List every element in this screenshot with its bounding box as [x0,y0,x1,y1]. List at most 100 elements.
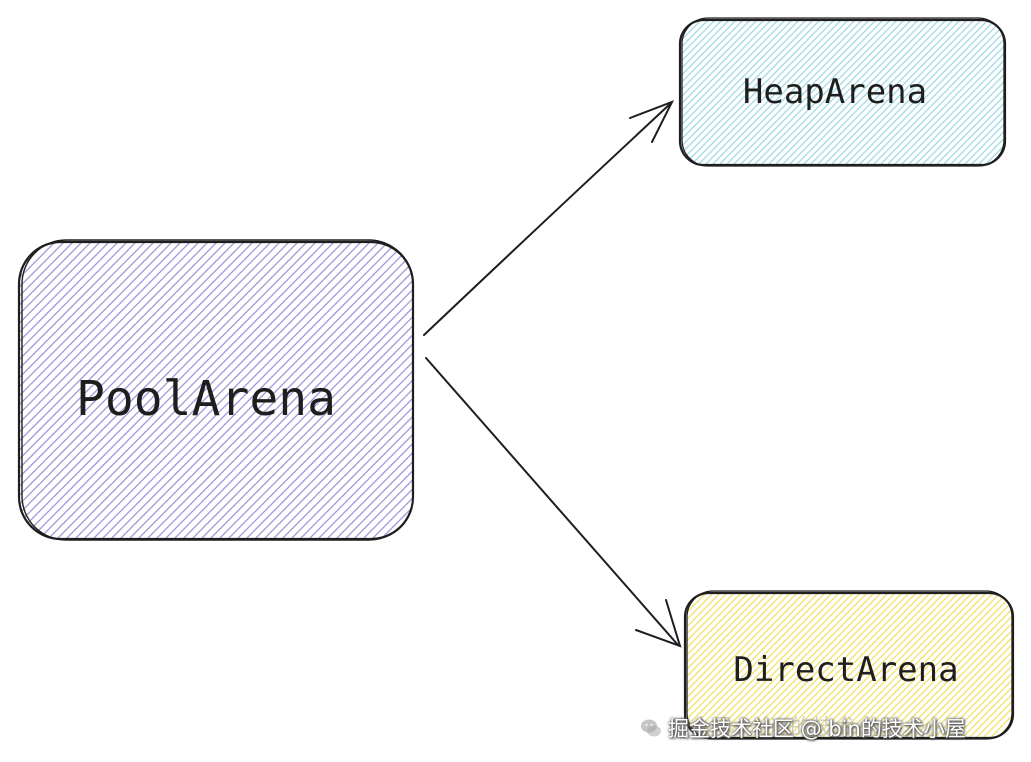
hatch-line [694,240,993,541]
hatch-line [144,242,413,539]
hatch-line [460,240,759,541]
hatch-line [19,242,121,539]
pool-arena-hatch [19,240,993,541]
hatch-line [735,593,884,738]
hatch-line [791,593,940,738]
hatch-line [961,20,1005,165]
hatch-line [360,242,413,539]
hatch-line [898,20,1005,165]
hatch-line [919,20,1005,165]
hatch-line [716,20,865,165]
hatch-line [896,593,1013,738]
hatch-line [19,242,157,539]
heap-arena-hatch [680,18,1031,167]
hatch-line [968,20,1005,165]
hatch-line [559,240,858,541]
hatch-line [478,240,777,541]
hatch-line [19,242,211,539]
hatch-line [369,242,413,539]
hatch-line [688,20,837,165]
hatch-line [685,593,807,738]
hatch-line [742,593,891,738]
hatch-line [613,240,912,541]
hatch-line [1011,18,1031,167]
hatch-line [550,240,849,541]
hatch-line [924,593,1013,738]
hatch-line [680,20,746,165]
hatch-line [622,240,921,541]
hatch-line [940,20,1005,165]
hatch-line [649,240,948,541]
hatch-line [451,240,750,541]
hatch-line [952,593,1013,738]
hatch-line [910,593,1013,738]
hatch-line [828,20,977,165]
hatch-line [387,242,413,539]
direct-arena-label: DirectArena [733,650,958,690]
hatch-line [523,240,822,541]
hatch-line [947,20,1005,165]
hatch-line [685,593,821,738]
hatch-line [680,20,725,165]
hatch-line [252,242,413,539]
hatch-line [1003,20,1005,165]
hatch-line [770,593,919,738]
hatch-line [685,593,688,738]
hatch-line [744,20,893,165]
hatch-line [19,242,175,539]
hatch-line [685,593,758,738]
hatch-line [171,242,413,539]
hatch-line [882,593,1013,738]
hatch-line [640,240,939,541]
hatch-line [728,593,877,738]
hatch-line [685,593,702,738]
arrow-pool-to-direct-head [635,599,682,648]
hatch-line [680,20,774,165]
pool-arena-label: PoolArena [76,371,336,427]
hatch-line [469,240,768,541]
hatch-line [709,20,858,165]
hatch-line [19,242,274,539]
hatch-line [261,242,413,539]
hatch-line [685,593,716,738]
hatch-line [686,593,835,738]
hatch-line [702,20,851,165]
hatch-line [821,20,970,165]
hatch-line [631,240,930,541]
hatch-line [324,242,413,539]
hatch-line [849,20,998,165]
hatch-line [63,242,364,539]
hatch-line [793,20,942,165]
hatch-line [847,593,996,738]
hatch-line [19,242,31,539]
hatch-line [737,20,886,165]
hatch-line [19,242,193,539]
hatch-line [680,20,816,165]
hatch-line [685,593,737,738]
hatch-line [505,240,804,541]
hatch-line [680,20,683,165]
hatch-line [72,242,373,539]
hatch-line [81,242,382,539]
hatch-line [680,20,767,165]
hatch-line [680,20,697,165]
hatch-line [707,593,856,738]
direct-arena-border [683,591,1015,740]
hatch-line [19,242,292,539]
hatch-line [685,240,984,541]
hatch-line [19,242,85,539]
hatch-line [763,593,912,738]
hatch-line [826,593,975,738]
hatch-line [180,242,413,539]
hatch-line [959,593,1013,738]
hatch-line [685,593,793,738]
hatch-line [342,242,413,539]
hatch-line [189,242,413,539]
hatch-line [954,20,1005,165]
hatch-line [19,242,130,539]
hatch-line [685,593,744,738]
hatch-line [514,240,813,541]
hatch-line [903,593,1013,738]
hatch-line [786,20,935,165]
